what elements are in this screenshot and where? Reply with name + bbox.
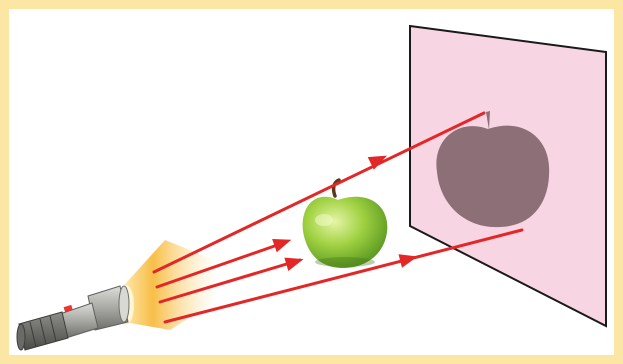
shadow-diagram — [16, 24, 607, 351]
flashlight — [16, 285, 130, 351]
arrowhead-short-2 — [284, 257, 304, 272]
ray-top — [152, 111, 486, 274]
ray-short-1 — [155, 240, 288, 289]
apple — [302, 178, 388, 268]
ray-bottom — [163, 228, 524, 324]
apple-shadow — [436, 111, 550, 228]
arrowhead-bottom — [398, 254, 418, 268]
ray-short-2 — [158, 258, 302, 304]
ray-arrowheads — [272, 155, 418, 272]
arrowhead-short-1 — [272, 239, 292, 253]
arrowhead-top — [367, 155, 388, 170]
light-beam — [118, 240, 218, 330]
light-rays — [152, 111, 524, 324]
